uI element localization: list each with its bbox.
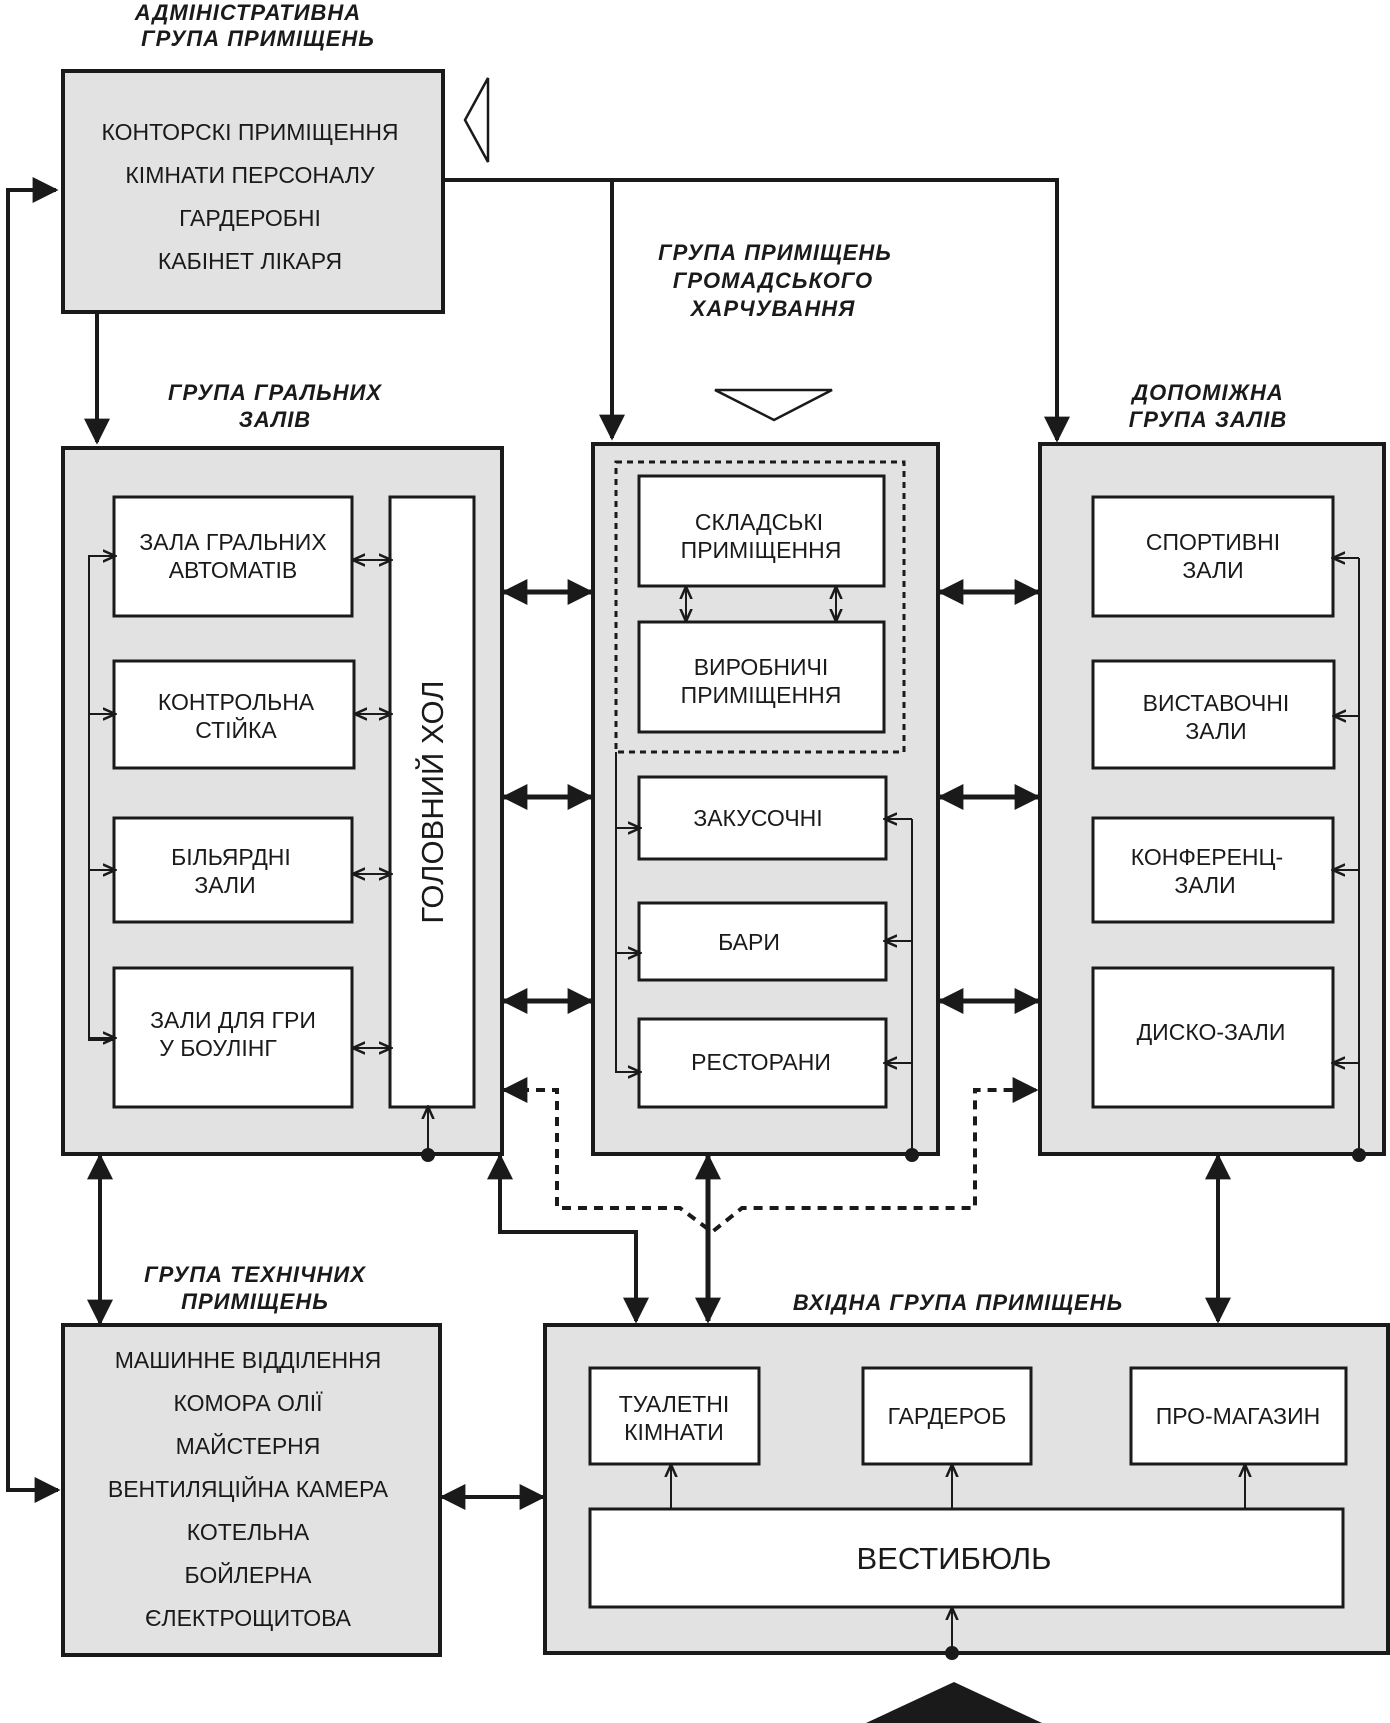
catering-room-label: СКЛАДСЬКІ <box>695 509 823 535</box>
entry-room-label: ПРО-МАГАЗИН <box>1156 1403 1320 1429</box>
game-room-label: СТІЙКА <box>195 716 277 743</box>
tech-item: КОТЕЛЬНА <box>187 1519 310 1545</box>
game-room <box>112 816 354 924</box>
aux-room-label: ЗАЛИ <box>1174 872 1235 898</box>
entry-room-label: КІМНАТИ <box>624 1419 724 1445</box>
admin-group: КОНТОРСКІ ПРИМІЩЕННЯ КІМНАТИ ПЕРСОНАЛУ Г… <box>61 69 445 314</box>
admin-item: ГАРДЕРОБНІ <box>179 205 321 231</box>
tech-item: БОЙЛЕРНА <box>185 1561 313 1588</box>
game-room-label: АВТОМАТІВ <box>169 557 298 583</box>
tech-item: КОМОРА ОЛІЇ <box>173 1390 323 1416</box>
admin-item: КІМНАТИ ПЕРСОНАЛУ <box>125 162 375 188</box>
admin-item: КАБІНЕТ ЛІКАРЯ <box>158 248 342 274</box>
aux-room-label: ДИСКО-ЗАЛИ <box>1137 1019 1286 1045</box>
heading-tech-1: ГРУПА ТЕХНІЧНИХ <box>144 1262 366 1287</box>
game-room-label: ЗАЛА ГРАЛЬНИХ <box>139 529 326 555</box>
tech-item: ЄЛЕКТРОЩИТОВА <box>145 1605 352 1631</box>
game-room-label: ЗАЛИ <box>194 872 255 898</box>
aux-room <box>1091 816 1335 924</box>
entry-room <box>588 1366 761 1466</box>
heading-aux-1: ДОПОМІЖНА <box>1130 380 1284 405</box>
heading-entry: ВХІДНА ГРУПА ПРИМІЩЕНЬ <box>793 1290 1123 1315</box>
heading-admin-1: АДМІНІСТРАТИВНА <box>134 0 361 25</box>
heading-catering-3: ХАРЧУВАННЯ <box>689 296 855 321</box>
game-room <box>112 966 354 1109</box>
catering-room-label: ПРИМІЩЕННЯ <box>681 537 842 563</box>
heading-game-2: ЗАЛІВ <box>239 407 311 432</box>
catering-room <box>637 775 888 861</box>
main-hall-label: ГОЛОВНИЙ ХОЛ <box>414 680 450 923</box>
heading-tech-2: ПРИМІЩЕНЬ <box>181 1289 329 1314</box>
tech-item: ВЕНТИЛЯЦІЙНА КАМЕРА <box>108 1475 389 1502</box>
heading-game-1: ГРУПА ГРАЛЬНИХ <box>168 380 382 405</box>
game-room <box>112 495 354 618</box>
catering-room-label: ВИРОБНИЧІ <box>694 654 829 680</box>
entry-room-label: ТУАЛЕТНІ <box>619 1391 729 1417</box>
entry-room <box>1129 1366 1348 1466</box>
triangle-marker-admin <box>463 77 490 163</box>
catering-room-label: ЗАКУСОЧНІ <box>693 805 822 831</box>
lobby <box>588 1507 1345 1609</box>
game-room-label: У БОУЛІНГ <box>159 1035 277 1061</box>
catering-room <box>637 620 886 734</box>
aux-room-label: СПОРТИВНІ <box>1146 529 1280 555</box>
heading-admin-2: ГРУПА ПРИМІЩЕНЬ <box>141 26 375 51</box>
aux-room-label: ЗАЛИ <box>1182 557 1243 583</box>
heading-catering-1: ГРУПА ПРИМІЩЕНЬ <box>658 240 892 265</box>
tech-item: МАЙСТЕРНЯ <box>176 1432 321 1459</box>
heading-aux-2: ГРУПА ЗАЛІВ <box>1129 407 1287 432</box>
game-halls-group: ЗАЛА ГРАЛЬНИХ АВТОМАТІВ КОНТРОЛЬНА СТІЙК… <box>61 446 504 1162</box>
catering-room <box>637 474 886 588</box>
aux-room <box>1091 966 1335 1109</box>
aux-room-label: ЗАЛИ <box>1185 718 1246 744</box>
lobby-label: ВЕСТИБЮЛЬ <box>857 1541 1052 1576</box>
game-room-label: ЗАЛИ ДЛЯ ГРИ <box>150 1007 316 1033</box>
admin-item: КОНТОРСКІ ПРИМІЩЕННЯ <box>101 119 398 145</box>
catering-room-label: БАРИ <box>718 929 780 955</box>
entry-group: ТУАЛЕТНІ КІМНАТИ ГАРДЕРОБ ПРО-МАГАЗИН ВЕ… <box>543 1323 1390 1660</box>
game-room-label: КОНТРОЛЬНА <box>158 689 315 715</box>
game-room-label: БІЛЬЯРДНІ <box>171 844 291 870</box>
tech-item: МАШИННЕ ВІДДІЛЕННЯ <box>115 1347 382 1373</box>
game-room <box>112 659 356 770</box>
aux-room-label: ВИСТАВОЧНІ <box>1143 690 1290 716</box>
auxiliary-group: СПОРТИВНІ ЗАЛИ ВИСТАВОЧНІ ЗАЛИ КОНФЕРЕНЦ… <box>1038 442 1386 1162</box>
main-entrance-marker <box>866 1682 1042 1723</box>
catering-group: СКЛАДСЬКІ ПРИМІЩЕННЯ ВИРОБНИЧІ ПРИМІЩЕНН… <box>591 442 940 1162</box>
heading-catering-2: ГРОМАДСЬКОГО <box>673 268 873 293</box>
triangle-marker-catering <box>714 388 833 422</box>
catering-room-label: РЕСТОРАНИ <box>691 1049 831 1075</box>
aux-room-label: КОНФЕРЕНЦ- <box>1131 844 1283 870</box>
catering-room-label: ПРИМІЩЕННЯ <box>681 682 842 708</box>
technical-group: МАШИННЕ ВІДДІЛЕННЯ КОМОРА ОЛІЇ МАЙСТЕРНЯ… <box>61 1323 442 1657</box>
entry-room-label: ГАРДЕРОБ <box>888 1403 1007 1429</box>
